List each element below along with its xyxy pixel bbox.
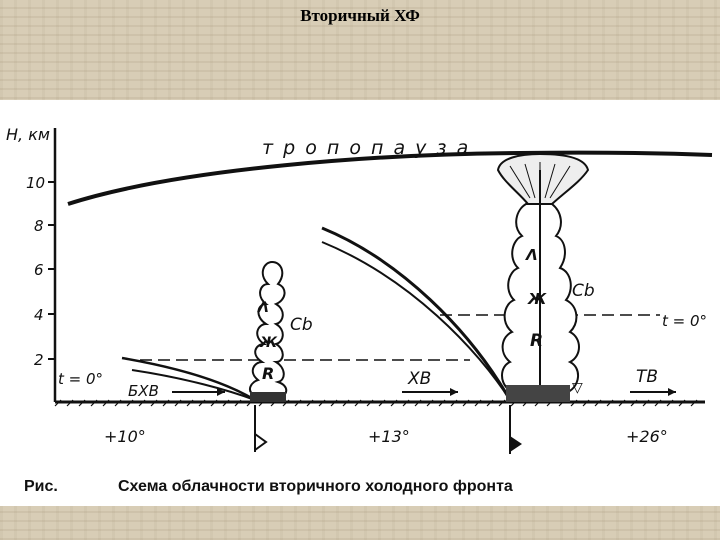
arrowhead [217, 388, 225, 396]
svg-text:Λ: Λ [525, 246, 538, 264]
cloud-label-right: Cb [572, 281, 595, 301]
surface-temp-1: +10° [104, 427, 146, 446]
y-tick-label: 10 [26, 174, 45, 192]
svg-text:R: R [262, 364, 274, 383]
figure-panel: H, км 10 8 6 4 2 т р о п о п а у з а t =… [0, 100, 720, 506]
y-axis-label: H, км [6, 125, 50, 144]
cloud-label-left: Cb [290, 315, 313, 335]
isotherm-left-label: t = 0° [58, 370, 103, 388]
figure-caption: Рис. Схема облачности вторичного холодно… [0, 474, 720, 504]
air-mass-label-3: ТВ [636, 367, 658, 387]
ground-hatching [54, 399, 698, 407]
svg-text:R: R [530, 331, 543, 351]
surface-temp-3: +26° [626, 427, 668, 446]
svg-text:Ж: Ж [527, 290, 547, 308]
secondary-front-surface-lower [131, 369, 256, 401]
air-mass-label-2: ХВ [407, 369, 431, 389]
surface-temp-2: +13° [368, 427, 410, 446]
cold-front-diagram: H, км 10 8 6 4 2 т р о п о п а у з а t =… [6, 125, 713, 454]
isotherm-right-label: t = 0° [662, 312, 707, 330]
caption-prefix: Рис. [24, 478, 58, 495]
svg-text:Λ: Λ [257, 300, 269, 316]
y-tick-label: 6 [34, 261, 44, 279]
tropopause-line [67, 150, 713, 206]
cold-front-surface-upper [321, 226, 512, 401]
air-mass-label-1: БХВ [128, 382, 159, 400]
tropopause-label: т р о п о п а у з а [262, 137, 470, 159]
y-tick-label: 4 [34, 306, 44, 324]
y-tick-label: 8 [34, 217, 44, 235]
svg-text:▽: ▽ [572, 380, 583, 396]
secondary-front-flag-icon [254, 433, 268, 451]
secondary-front-surface-upper [121, 356, 256, 402]
cold-front-surface-lower [321, 241, 511, 401]
slide-title: Вторичный ХФ [300, 6, 420, 25]
arrowhead [450, 388, 458, 396]
caption-text: Схема облачности вторичного холодного фр… [118, 478, 513, 495]
main-front-flag-icon [510, 436, 522, 452]
arrowhead [668, 388, 676, 396]
cloud-cb-left: Λ Ж R [248, 260, 288, 402]
svg-text:Ж: Ж [259, 335, 278, 351]
cloud-cb-right: Λ Ж R ▽ [496, 152, 590, 402]
y-tick-label: 2 [34, 351, 44, 369]
